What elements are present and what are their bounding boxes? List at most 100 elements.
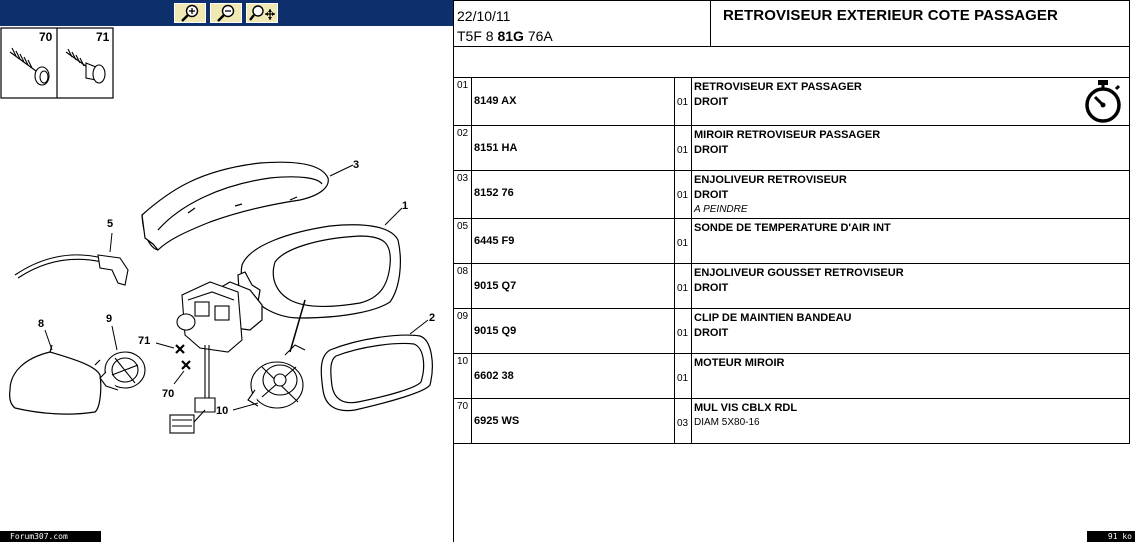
table-row[interactable]: 09 9015 Q9 01 CLIP DE MAINTIEN BANDEAU D… <box>454 309 1130 354</box>
screw-71-drawing <box>65 48 106 84</box>
mirror-base-bracket <box>169 281 243 434</box>
parts-table: 01 8149 AX 01 RETROVISEUR EXT PASSAGER D… <box>454 78 1130 444</box>
part-quantity: 01 <box>675 354 692 398</box>
part-reference[interactable]: 8149 AX <box>472 78 675 125</box>
row-number: 02 <box>454 126 472 170</box>
pane-divider <box>453 0 454 542</box>
row-number: 05 <box>454 219 472 263</box>
part-quantity: 01 <box>675 309 692 353</box>
part-reference[interactable]: 9015 Q9 <box>472 309 675 353</box>
screw-70-drawing <box>9 47 50 86</box>
part-10-motor <box>232 299 306 411</box>
part-description: RETROVISEUR EXT PASSAGER DROIT <box>692 78 1129 125</box>
part-quantity: 01 <box>675 78 692 125</box>
code-bold: 81G <box>497 28 524 44</box>
callout-3: 3 <box>353 159 359 171</box>
table-row[interactable]: 10 6602 38 01 MOTEUR MIROIR <box>454 354 1130 399</box>
part-1-mirror-body <box>215 207 403 331</box>
callout-2: 2 <box>429 312 435 324</box>
part-description: ENJOLIVEUR RETROVISEUR DROIT A PEINDRE <box>692 171 1129 218</box>
part-reference[interactable]: 8151 HA <box>472 126 675 170</box>
callout-70: 70 <box>162 388 174 400</box>
screw-markers <box>155 342 191 385</box>
part-reference[interactable]: 6925 WS <box>472 399 675 443</box>
part-8-gusset-trim <box>9 329 102 415</box>
code-suffix: 76A <box>523 28 553 44</box>
zoom-in-button[interactable] <box>174 3 206 23</box>
part-quantity: 01 <box>675 264 692 308</box>
part-reference[interactable]: 9015 Q7 <box>472 264 675 308</box>
callout-10: 10 <box>216 405 228 417</box>
screw-label-71: 71 <box>96 30 110 44</box>
description-line-1: CLIP DE MAINTIEN BANDEAU <box>694 312 852 324</box>
part-5-sensor <box>14 232 129 286</box>
description-line-1: MOTEUR MIROIR <box>694 357 785 369</box>
table-row[interactable]: 70 6925 WS 03 MUL VIS CBLX RDL DIAM 5X80… <box>454 399 1130 444</box>
part-9-clip <box>99 325 146 391</box>
description-note: A PEINDRE <box>694 204 748 215</box>
row-number: 09 <box>454 309 472 353</box>
description-line-1: ENJOLIVEUR RETROVISEUR <box>694 174 847 186</box>
header-vehicle-code: T5F 8 81G 76A <box>457 28 553 44</box>
part-description: ENJOLIVEUR GOUSSET RETROVISEUR DROIT <box>692 264 1129 308</box>
forum-badge[interactable]: Forum307.com <box>0 531 101 542</box>
zoom-toolbar <box>0 0 453 26</box>
part-description: CLIP DE MAINTIEN BANDEAU DROIT <box>692 309 1129 353</box>
part-3-cover <box>141 161 354 251</box>
description-line-1: RETROVISEUR EXT PASSAGER <box>694 81 862 93</box>
file-size-badge: 91 ko <box>1087 531 1135 542</box>
description-line-1: ENJOLIVEUR GOUSSET RETROVISEUR <box>694 267 904 279</box>
part-reference[interactable]: 8152 76 <box>472 171 675 218</box>
header-title-box: RETROVISEUR EXTERIEUR COTE PASSAGER <box>710 0 1130 47</box>
callout-1: 1 <box>402 200 408 212</box>
table-row[interactable]: 02 8151 HA 01 MIROIR RETROVISEUR PASSAGE… <box>454 126 1130 171</box>
callout-5: 5 <box>107 218 113 230</box>
description-line-2: DROIT <box>694 189 729 201</box>
part-2-mirror-glass <box>320 319 433 412</box>
table-row[interactable]: 05 6445 F9 01 SONDE DE TEMPERATURE D'AIR… <box>454 219 1130 264</box>
description-line-2: DROIT <box>694 282 729 294</box>
table-row[interactable]: 03 8152 76 01 ENJOLIVEUR RETROVISEUR DRO… <box>454 171 1130 219</box>
part-reference[interactable]: 6445 F9 <box>472 219 675 263</box>
row-number: 10 <box>454 354 472 398</box>
description-line-1: SONDE DE TEMPERATURE D'AIR INT <box>694 222 891 234</box>
code-prefix: T5F 8 <box>457 28 498 44</box>
table-row[interactable]: 01 8149 AX 01 RETROVISEUR EXT PASSAGER D… <box>454 78 1130 126</box>
part-description: MOTEUR MIROIR <box>692 354 1129 398</box>
row-number: 08 <box>454 264 472 308</box>
row-number: 70 <box>454 399 472 443</box>
description-note: DIAM 5X80-16 <box>694 417 760 428</box>
parts-pane: 22/10/11 T5F 8 81G 76A RETROVISEUR EXTER… <box>454 0 1135 542</box>
screw-reference-box: 70 71 <box>0 27 114 99</box>
zoom-out-icon <box>217 4 235 22</box>
description-line-1: MIROIR RETROVISEUR PASSAGER <box>694 129 881 141</box>
callout-8: 8 <box>38 318 44 330</box>
stopwatch-icon[interactable] <box>1081 78 1125 124</box>
zoom-out-button[interactable] <box>210 3 242 23</box>
description-line-1: MUL VIS CBLX RDL <box>694 402 798 414</box>
description-line-2: DROIT <box>694 144 729 156</box>
description-line-2: DROIT <box>694 96 729 108</box>
header-date: 22/10/11 <box>457 8 511 24</box>
part-quantity: 03 <box>675 399 692 443</box>
table-row[interactable]: 08 9015 Q7 01 ENJOLIVEUR GOUSSET RETROVI… <box>454 264 1130 309</box>
callout-9: 9 <box>106 313 112 325</box>
callout-71: 71 <box>138 335 150 347</box>
zoom-pan-icon <box>249 5 275 21</box>
description-line-2: DROIT <box>694 327 729 339</box>
part-reference[interactable]: 6602 38 <box>472 354 675 398</box>
row-number: 03 <box>454 171 472 218</box>
part-quantity: 01 <box>675 126 692 170</box>
zoom-pan-button[interactable] <box>246 3 278 23</box>
part-quantity: 01 <box>675 171 692 218</box>
page-title: RETROVISEUR EXTERIEUR COTE PASSAGER <box>723 7 1058 24</box>
part-quantity: 01 <box>675 219 692 263</box>
header-info: 22/10/11 T5F 8 81G 76A <box>454 0 711 47</box>
diagram-pane: 70 71 <box>0 0 453 542</box>
part-description: SONDE DE TEMPERATURE D'AIR INT <box>692 219 1129 263</box>
part-description: MUL VIS CBLX RDL DIAM 5X80-16 <box>692 399 1129 443</box>
header-spacer <box>454 47 1130 78</box>
row-number: 01 <box>454 78 472 125</box>
part-description: MIROIR RETROVISEUR PASSAGER DROIT <box>692 126 1129 170</box>
exploded-diagram: 70 71 <box>0 27 435 434</box>
